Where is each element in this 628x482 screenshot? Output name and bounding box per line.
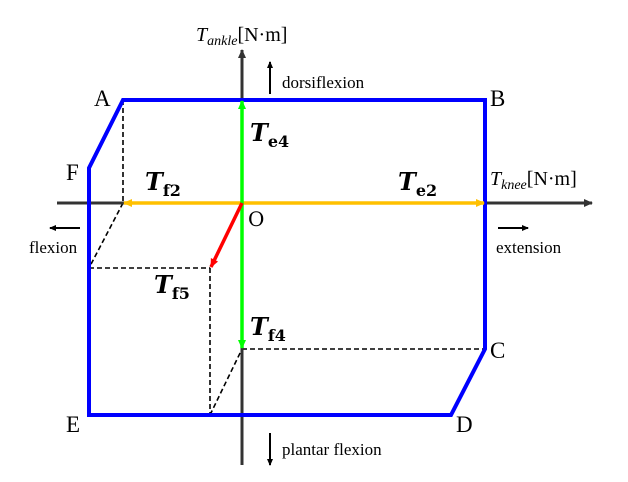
y-axis-label: Tankle[N·m]: [196, 24, 287, 49]
vertex-labels: A B C D E F: [66, 86, 505, 437]
label-e2: Te2: [398, 167, 437, 200]
vertex-d: D: [456, 412, 473, 437]
plantar-flexion-label: plantar flexion: [282, 440, 382, 459]
dorsiflexion-label: dorsiflexion: [282, 73, 365, 92]
origin-label: O: [248, 207, 264, 231]
vertex-b: B: [490, 86, 505, 111]
vertex-f: F: [66, 160, 79, 185]
vector-labels: Te4 Tf2 Te2 Tf5 Tf4: [145, 118, 437, 345]
extension-label: extension: [496, 238, 562, 257]
vertex-a: A: [94, 86, 111, 111]
torque-boundary: [87, 98, 487, 417]
vector-f5: [209, 202, 244, 268]
x-axis-label: Tknee[N·m]: [490, 168, 577, 193]
vertex-e: E: [66, 412, 80, 437]
label-f4: Tf4: [250, 312, 286, 345]
label-f2: Tf2: [145, 167, 181, 200]
label-e4: Te4: [250, 118, 289, 151]
dashed-guides: [88, 100, 485, 416]
flexion-label: flexion: [29, 238, 78, 257]
vertex-c: C: [490, 338, 505, 363]
label-f5: Tf5: [154, 270, 190, 303]
